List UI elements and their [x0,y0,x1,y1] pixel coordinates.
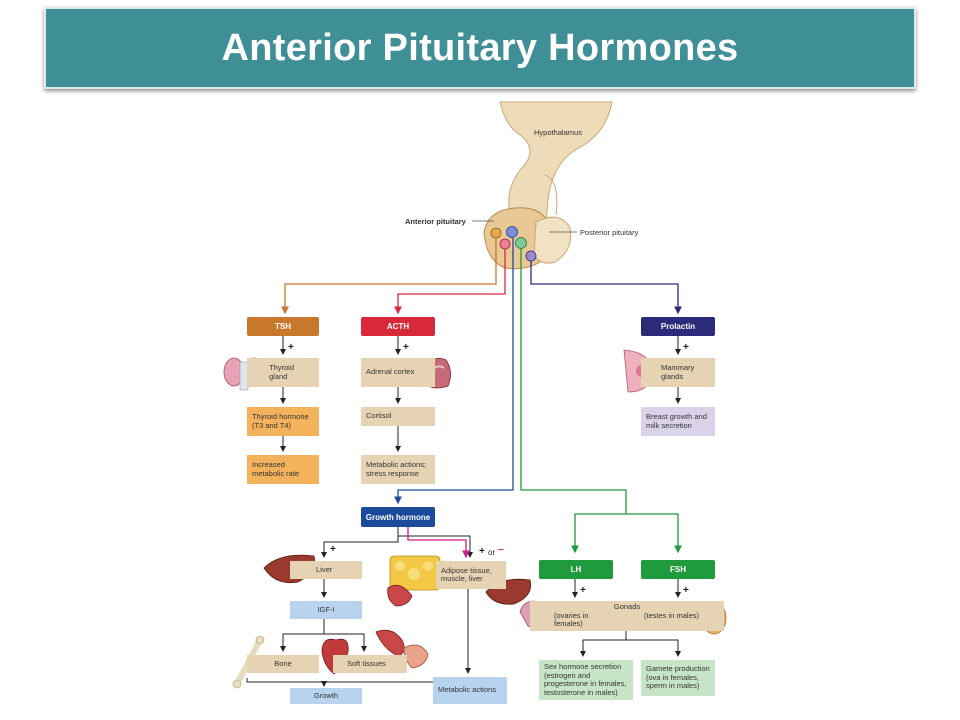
fsh-plus-sign: + [683,585,689,596]
mammary-glands-box: Mammary glands [641,358,715,387]
hypothalamus-illustration [499,101,613,224]
thyroid-hormone-box: Thyroid hormone (T3 and T4) [247,407,319,436]
title-banner: Anterior Pituitary Hormones [44,7,916,89]
gonads-label: Gonads [613,602,641,611]
or-label: or [488,548,496,557]
acth-pathway [394,249,506,315]
growth-box: Growth [290,688,362,704]
lh-pathway [520,249,627,554]
adipose-illustration [389,555,441,591]
lh-fsh-cell [515,237,527,249]
acth-plus-sign: + [403,342,409,353]
thyroid-gland-box: Thyroid gland [247,358,319,387]
liver-box: Liver [290,561,362,579]
breast-growth-box: Breast growth and milk secretion [641,407,715,436]
fsh-pathway [626,513,682,554]
gamete-box: Gamete production (ova in females, sperm… [641,660,715,696]
growth-hormone-pathway [394,238,514,505]
muscle-illustration [387,584,413,607]
adipose-plus-sign: + [479,546,485,557]
tsh-header: TSH [247,317,319,336]
growth-hormone-cell [506,226,518,238]
prolactin-header: Prolactin [641,317,715,336]
anterior-pituitary-label: Anterior pituitary [405,217,466,226]
sex-hormone-box: Sex hormone secretion (estrogen and prog… [539,660,633,700]
lh-plus-sign: + [580,585,586,596]
soft-tissues-box: Soft tissues [333,655,407,673]
prolactin-cell [525,250,537,262]
adrenal-cortex-box: Adrenal cortex [361,358,435,387]
posterior-pituitary-label: Posterior pituitary [580,228,639,237]
bone-box: Bone [247,655,319,673]
tsh-plus-sign: + [288,342,294,353]
soft-tissue-muscle-illustration [375,629,429,669]
adipose-box: Adipose tissue, muscle, liver [436,561,506,589]
gonads-box: Gonads (ovaries in females) (testes in m… [530,601,724,631]
lh-header: LH [539,560,613,579]
acth-cell [499,238,511,250]
prolactin-pathway [530,261,682,315]
page-title: Anterior Pituitary Hormones [221,26,739,69]
igf1-box: IGF-I [290,601,362,619]
thyroid-hormone-text: Thyroid hormone (T3 and T4) [252,412,309,430]
tsh-pathway [281,238,497,315]
cortisol-box: Cortisol [361,407,435,426]
acth-header: ACTH [361,317,435,336]
metabolic-stress-box: Metabolic actions; stress response [361,455,435,484]
tsh-cell [490,227,502,239]
metabolic-actions-box: Metabolic actions [433,677,507,704]
testes-label: (testes in males) [644,610,700,620]
growth-hormone-header: Growth hormone [361,507,435,527]
hypothalamus-label: Hypothalamus [534,128,582,137]
liver-plus-sign: + [330,544,336,555]
prolactin-plus-sign: + [683,342,689,353]
increased-metabolic-rate-box: Increased metabolic rate [247,455,319,484]
posterior-pituitary-illustration [533,216,572,264]
adipose-minus-sign: − [498,545,504,556]
fsh-header: FSH [641,560,715,579]
ovaries-label: (ovaries in females) [554,610,589,628]
